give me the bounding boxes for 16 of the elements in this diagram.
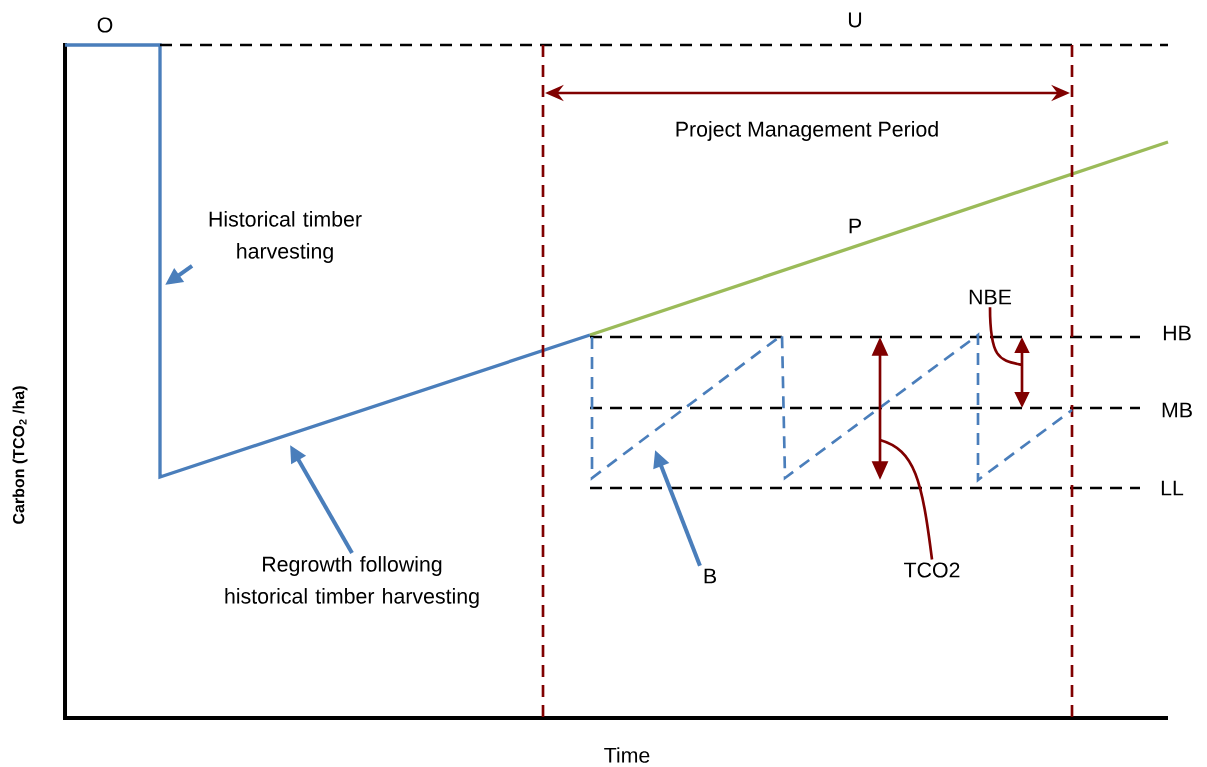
annotation-label: NBE [969, 289, 1011, 305]
curve-label: P [849, 218, 861, 234]
line-label: HB [1163, 325, 1191, 341]
period-label: Project Management Period [676, 121, 938, 141]
line-label: MB [1162, 402, 1192, 418]
annotation-label: TCO2 [904, 562, 960, 578]
line-label: U [848, 12, 862, 28]
annotation-label: B [704, 568, 716, 584]
leader-line [988, 307, 1023, 367]
axis-label: Time [604, 747, 650, 763]
annotation-label: Regrowth following historical timber harvesting [225, 556, 479, 608]
annotation-label: Historical timber harvesting [209, 211, 362, 263]
leader-line [879, 438, 934, 560]
north-label: O [97, 17, 113, 33]
line-label: LL [1161, 480, 1184, 496]
axis-label: Carbon (TCO$_{2}$ /ha) [12, 386, 28, 524]
